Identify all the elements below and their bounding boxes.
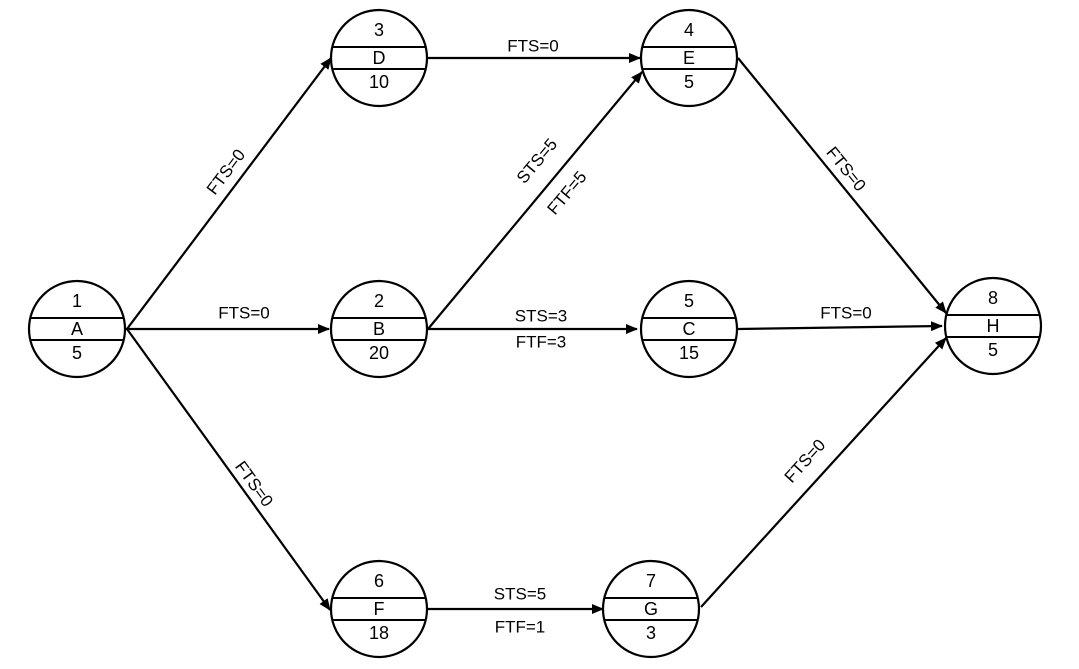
edge-label-f-g-ftf: FTF=1 <box>495 618 546 637</box>
edge-a-f <box>126 328 331 611</box>
node-duration: 5 <box>684 72 694 92</box>
node-duration: 18 <box>369 623 389 643</box>
node-number: 8 <box>988 288 998 308</box>
edge-label-d-e: FTS=0 <box>507 37 559 56</box>
edge-label-a-b: FTS=0 <box>218 304 270 323</box>
edge-labels: FTS=0 FTS=0 FTS=0 FTS=0 STS=5 FTF=5 STS=… <box>203 37 872 637</box>
node-d: 3 D 10 <box>329 8 429 108</box>
edge-c-h <box>737 321 943 332</box>
edge-label-a-d: FTS=0 <box>203 146 249 199</box>
nodes: 1 A 5 3 D 10 2 B 20 6 F 18 <box>27 8 1043 659</box>
node-duration: 15 <box>679 343 699 363</box>
node-number: 6 <box>374 571 384 591</box>
node-activity: G <box>644 599 658 619</box>
node-activity: C <box>683 319 696 339</box>
node-h: 8 H 5 <box>943 276 1043 376</box>
node-duration: 20 <box>369 343 389 363</box>
edge-label-c-h: FTS=0 <box>820 304 872 323</box>
edge-label-g-h: FTS=0 <box>781 436 830 487</box>
node-activity: A <box>71 319 83 339</box>
node-f: 6 F 18 <box>329 559 429 659</box>
edge-a-d <box>126 57 332 330</box>
edge-label-b-e-ftf: FTF=5 <box>543 168 590 219</box>
node-number: 2 <box>374 291 384 311</box>
edge-g-h <box>700 337 947 608</box>
node-duration: 10 <box>369 72 389 92</box>
edge-label-f-g-sts: STS=5 <box>494 585 546 604</box>
node-duration: 3 <box>646 623 656 643</box>
node-number: 5 <box>684 291 694 311</box>
edge-b-e <box>427 71 643 330</box>
node-number: 1 <box>72 291 82 311</box>
node-activity: H <box>987 316 1000 336</box>
node-activity: B <box>373 319 385 339</box>
node-a: 1 A 5 <box>27 279 127 379</box>
node-c: 5 C 15 <box>639 279 739 379</box>
node-activity: D <box>373 48 386 68</box>
edge-label-b-c-ftf: FTF=3 <box>516 333 567 352</box>
node-e: 4 E 5 <box>639 8 739 108</box>
edge-e-h <box>737 57 947 314</box>
node-activity: E <box>683 48 695 68</box>
node-b: 2 B 20 <box>329 279 429 379</box>
node-duration: 5 <box>988 340 998 360</box>
edge-label-b-c-sts: STS=3 <box>515 307 567 326</box>
node-number: 3 <box>374 20 384 40</box>
node-g: 7 G 3 <box>601 559 701 659</box>
node-number: 4 <box>684 20 694 40</box>
node-duration: 5 <box>72 343 82 363</box>
edges <box>124 53 947 614</box>
node-number: 7 <box>646 571 656 591</box>
node-activity: F <box>374 599 385 619</box>
